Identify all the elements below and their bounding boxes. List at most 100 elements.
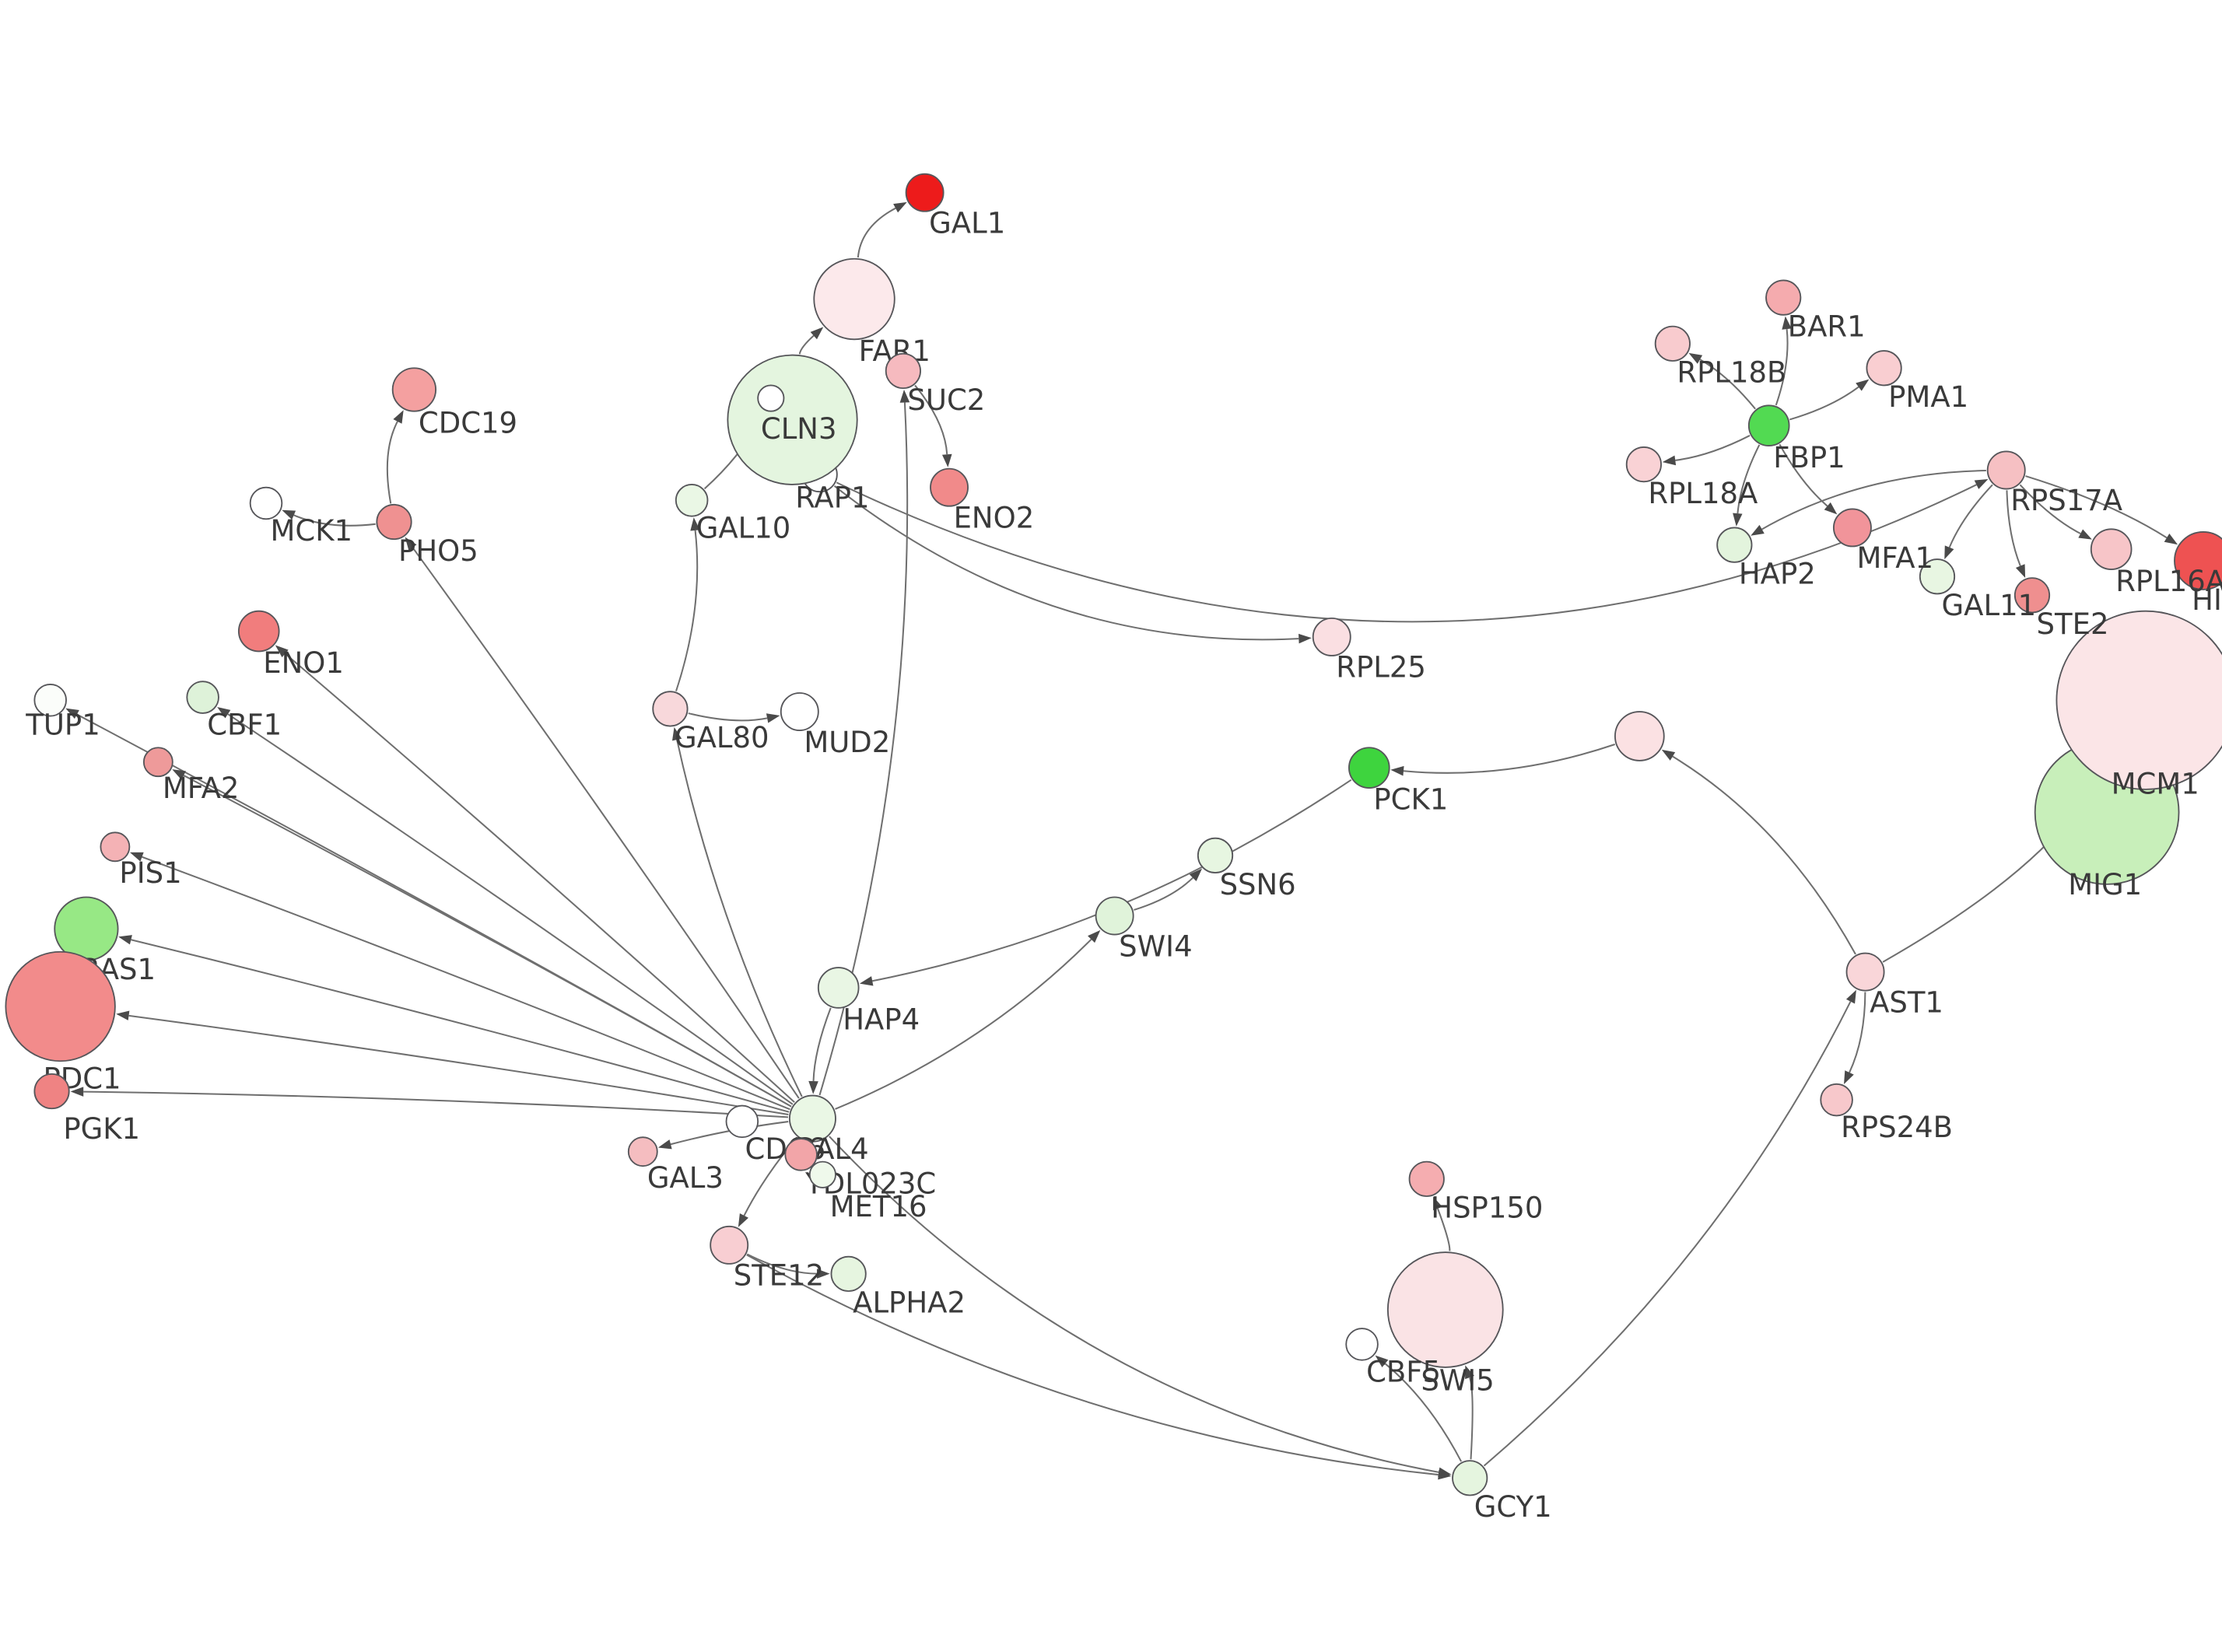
edge-PHO5-CDC19[interactable] (386, 421, 398, 504)
edge-arrowhead-FBP1-RPL18B (1688, 352, 1703, 364)
node-PIS1[interactable] (100, 831, 131, 863)
node-MCK1[interactable] (249, 486, 283, 520)
node-MFA1[interactable] (1832, 508, 1872, 548)
edge-GCY1-SWI5[interactable] (1469, 1377, 1474, 1460)
node-HAP2[interactable] (1716, 527, 1753, 563)
node-GAL80[interactable] (652, 691, 689, 727)
node-SWI4[interactable] (1095, 896, 1134, 936)
node-RPL18B[interactable] (1654, 325, 1691, 362)
edge-n2-PCK1[interactable] (1403, 744, 1616, 774)
node-SWI5[interactable] (1386, 1251, 1504, 1368)
edge-FBP1-PMA1[interactable] (1789, 386, 1859, 421)
node-CDC19[interactable] (391, 367, 437, 412)
edge-GAL4-GCY1[interactable] (829, 1136, 1439, 1473)
node-STE12[interactable] (710, 1225, 749, 1265)
edge-CLN3-FAR1[interactable] (798, 334, 815, 355)
node-CLN3[interactable] (727, 354, 858, 485)
edge-GAL4-SWI4[interactable] (835, 938, 1092, 1110)
edge-GAL4-PGK1[interactable] (83, 1090, 789, 1118)
node-PMA1[interactable] (1866, 350, 1902, 387)
edge-FAR1-GAL1[interactable] (857, 207, 896, 258)
node-GAL10[interactable] (675, 484, 709, 517)
edge-GCY1-AST1[interactable] (1483, 1001, 1852, 1467)
node-RPS17A[interactable] (1986, 450, 2026, 490)
node-RPL25[interactable] (1312, 617, 1351, 656)
edge-FBP1-RPL18B[interactable] (1699, 359, 1756, 410)
node-MFA2[interactable] (142, 747, 173, 778)
node-HIS4[interactable] (2174, 531, 2222, 590)
edge-FBP1-HAP2[interactable] (1737, 444, 1761, 514)
node-BAR1[interactable] (1765, 279, 1802, 316)
node-SSN6[interactable] (1197, 837, 1234, 874)
edge-GCY1-CBF5[interactable] (1384, 1363, 1463, 1462)
edge-AST1-RPS24B[interactable] (1849, 992, 1866, 1073)
node-GCY1[interactable] (1452, 1460, 1488, 1496)
edge-GAL80-GAL10[interactable] (675, 530, 699, 691)
node-FAR1[interactable] (813, 257, 895, 341)
edge-FBP1-BAR1[interactable] (1775, 329, 1789, 406)
node-n1[interactable] (757, 384, 785, 412)
node-STE2[interactable] (2013, 577, 2051, 614)
node-YDL023C[interactable] (784, 1138, 818, 1171)
node-RAS1[interactable] (54, 896, 119, 961)
edge-GAL4-ENO1[interactable] (284, 653, 795, 1103)
node-n2[interactable] (1614, 711, 1665, 761)
node-TUP1[interactable] (33, 683, 67, 717)
edge-GAL4-RAS1[interactable] (131, 939, 790, 1113)
edge-GAL4-GAL3[interactable] (670, 1121, 789, 1146)
edge-SWI5-HSP150[interactable] (1437, 1208, 1451, 1251)
edge-STE12-ALPHA2[interactable] (746, 1253, 817, 1275)
node-RPL16A[interactable] (2090, 528, 2133, 570)
edge-HAP4-GAL4[interactable] (812, 1007, 832, 1082)
node-CBF1[interactable] (186, 681, 219, 714)
edge-RPS17A-HIS4[interactable] (2025, 475, 2168, 539)
node-PHO5[interactable] (376, 503, 412, 541)
edge-RPS17A-GAL11[interactable] (1948, 484, 1993, 548)
edge-STE12-GCY1[interactable] (746, 1254, 1439, 1476)
edge-RPS17A-STE2[interactable] (2006, 490, 2021, 566)
edge-FBP1-RPL18A[interactable] (1675, 435, 1751, 461)
node-PCK1[interactable] (1348, 747, 1390, 789)
edge-arrowhead-GCY1-SWI5 (1465, 1365, 1474, 1380)
node-AST1[interactable] (1845, 952, 1885, 992)
node-label-RPS24B: RPS24B (1841, 1111, 1953, 1144)
edge-SWI4-SSN6[interactable] (1134, 877, 1193, 911)
node-GAL11[interactable] (1919, 558, 1956, 595)
node-label-MCK1: MCK1 (271, 514, 352, 548)
node-PGK1[interactable] (33, 1073, 70, 1110)
node-SUC2[interactable] (885, 352, 921, 390)
node-HSP150[interactable] (1408, 1160, 1445, 1197)
node-RPL18A[interactable] (1625, 446, 1662, 483)
node-MCM1[interactable] (2056, 610, 2222, 790)
node-ALPHA2[interactable] (830, 1255, 867, 1292)
edge-GAL4-CBF1[interactable] (227, 713, 794, 1105)
node-CBF5[interactable] (1345, 1328, 1379, 1361)
edge-RPS17A-RPL16A[interactable] (2019, 484, 2081, 534)
node-ENO2[interactable] (930, 467, 969, 507)
node-RPS24B[interactable] (1820, 1083, 1853, 1117)
node-GAL1[interactable] (905, 173, 945, 212)
edge-GAL4-MFA2[interactable] (183, 775, 792, 1108)
edge-GAL4-PDC1[interactable] (128, 1014, 789, 1116)
node-ENO1[interactable] (237, 610, 280, 653)
node-PDC1[interactable] (5, 950, 116, 1062)
node-CDC6[interactable] (725, 1104, 759, 1139)
node-label-RPL25: RPL25 (1336, 651, 1426, 684)
edge-RAP1-RPL25[interactable] (833, 485, 1299, 641)
node-HAP4[interactable] (817, 967, 860, 1009)
node-FBP1[interactable] (1747, 404, 1790, 446)
edge-PHO5-MCK1[interactable] (293, 514, 376, 527)
node-GAL4[interactable] (788, 1094, 836, 1143)
node-MUD2[interactable] (780, 692, 819, 731)
edge-GAL4-GAL80[interactable] (676, 739, 803, 1097)
edge-SUC2-ENO2[interactable] (914, 384, 948, 455)
edge-AST1-n2[interactable] (1672, 755, 1856, 955)
edge-GAL4-PHO5[interactable] (412, 547, 800, 1099)
edge-RPS17A-HAP2[interactable] (1761, 470, 1986, 530)
edge-GAL80-MUD2[interactable] (688, 712, 768, 722)
edge-GAL4-PIS1[interactable] (142, 856, 790, 1111)
edge-RAP1-RPS17A[interactable] (836, 481, 1977, 623)
node-MET16[interactable] (808, 1160, 836, 1188)
node-GAL3[interactable] (627, 1136, 658, 1167)
